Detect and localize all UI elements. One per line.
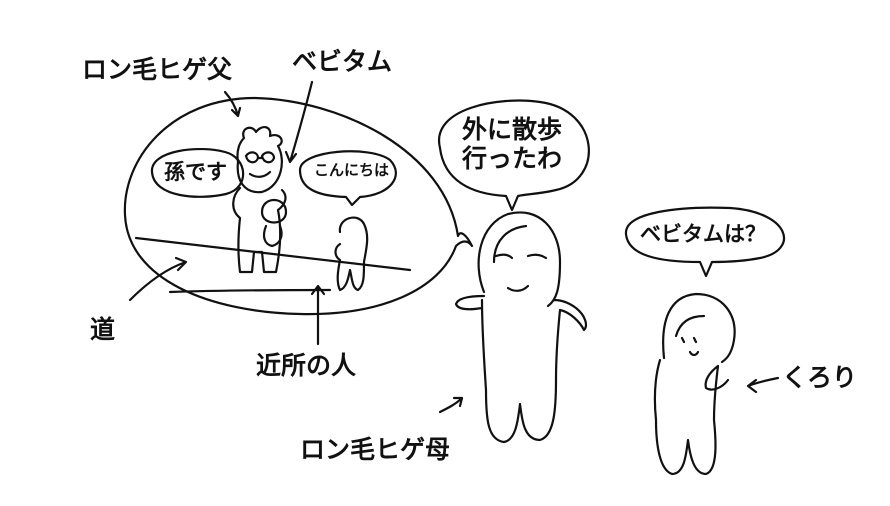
bebitamu-label: ベビタム bbox=[292, 47, 393, 76]
question-bubble-text: ベビタムは？ bbox=[640, 222, 766, 246]
neighbor-figure bbox=[334, 216, 369, 292]
kurori-label: くろり bbox=[782, 363, 858, 392]
question-bubble bbox=[624, 206, 786, 278]
road-line-lower bbox=[168, 288, 332, 294]
hello-bubble bbox=[298, 150, 397, 207]
mother-arrow bbox=[438, 396, 464, 414]
walk-line-1: 外に散歩 bbox=[462, 115, 563, 144]
kurori-figure bbox=[653, 292, 736, 476]
hello-bubble-text: こんにちは bbox=[314, 161, 390, 179]
walk-bubble bbox=[437, 99, 590, 212]
father-arrow bbox=[223, 90, 242, 118]
grandchild-bubble bbox=[150, 147, 245, 198]
walk-bubble-text: 外に散歩 行ったわ bbox=[462, 115, 563, 174]
mother-label: ロン毛ヒゲ母 bbox=[300, 435, 451, 464]
thought-bubble bbox=[123, 96, 474, 316]
road-arrow bbox=[128, 256, 188, 302]
baby-figure bbox=[260, 198, 288, 248]
road-label: 道 bbox=[90, 315, 116, 344]
neighbor-label: 近所の人 bbox=[256, 351, 357, 380]
neighbor-arrow bbox=[310, 284, 326, 346]
mother-figure bbox=[454, 211, 587, 444]
bebitamu-arrow bbox=[284, 80, 314, 164]
father-figure bbox=[232, 126, 287, 274]
grandchild-bubble-text: 孫です bbox=[164, 160, 227, 184]
father-label: ロン毛ヒゲ父 bbox=[82, 55, 233, 84]
kurori-arrow bbox=[746, 376, 780, 394]
walk-line-2: 行ったわ bbox=[462, 143, 563, 173]
